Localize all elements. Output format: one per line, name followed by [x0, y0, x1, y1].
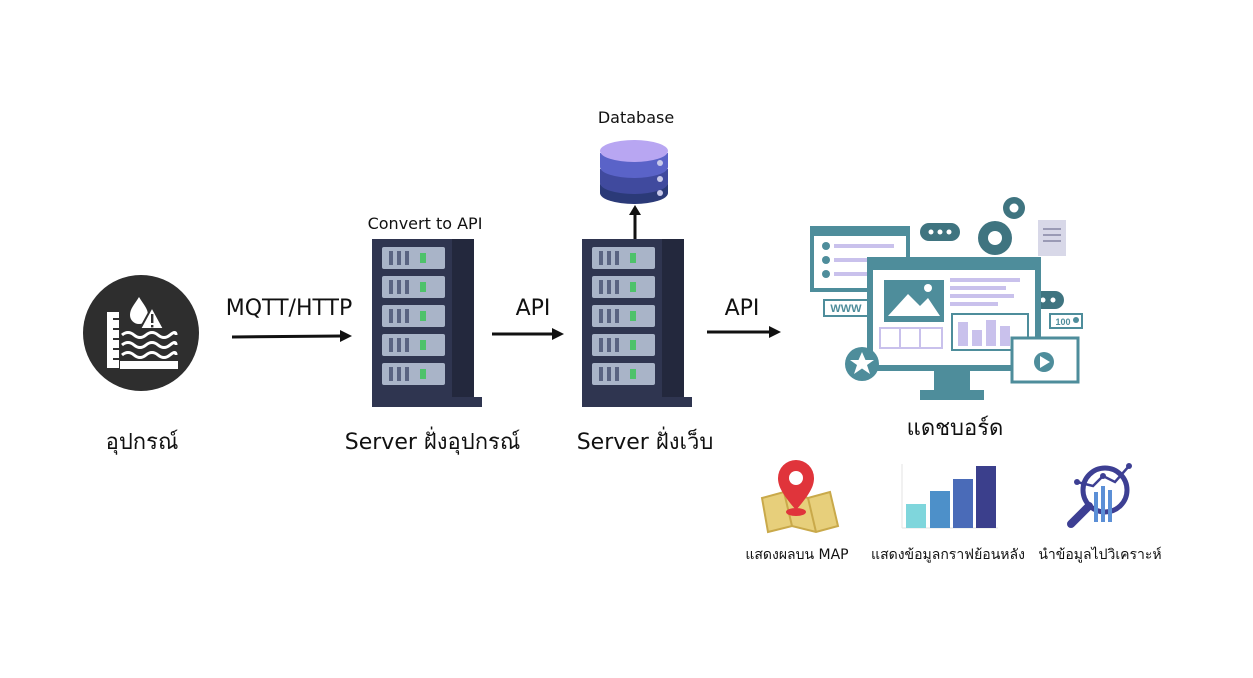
dashboard-monitor-icon: WWW 100	[810, 197, 1083, 400]
analytics-magnifier-icon	[1067, 463, 1132, 528]
server-rack-icon	[582, 239, 692, 407]
bar-chart-icon	[901, 464, 998, 529]
feature-label-chart: แสดงข้อมูลกราฟย้อนหลัง	[871, 547, 1025, 563]
map-pin-icon	[760, 460, 840, 534]
convert-caption: Convert to API	[367, 214, 483, 233]
feature-label-map: แสดงผลบน MAP	[745, 547, 849, 563]
database-label: Database	[597, 108, 675, 127]
arrow-device-to-server	[231, 330, 352, 342]
edge-label-api-1: API	[515, 296, 551, 321]
device-label: อุปกรณ์	[105, 430, 179, 455]
database-icon	[600, 140, 668, 204]
svg-text:100: 100	[1055, 317, 1070, 327]
server-rack-icon	[372, 239, 482, 407]
arrow-web-to-dashboard	[707, 326, 781, 338]
water-level-sensor-icon	[83, 275, 199, 391]
svg-text:WWW: WWW	[830, 303, 862, 315]
feature-label-analytics: นำข้อมูลไปวิเคราะห์	[1038, 547, 1162, 563]
dashboard-label: แดชบอร์ด	[906, 416, 1004, 441]
arrow-server-to-web	[492, 328, 564, 340]
edge-label-api-2: API	[724, 296, 760, 321]
device-server-label: Server ฝั่งอุปกรณ์	[344, 430, 521, 455]
edge-label-mqtt-http: MQTT/HTTP	[225, 296, 353, 321]
web-server-label: Server ฝั่งเว็บ	[576, 430, 714, 455]
